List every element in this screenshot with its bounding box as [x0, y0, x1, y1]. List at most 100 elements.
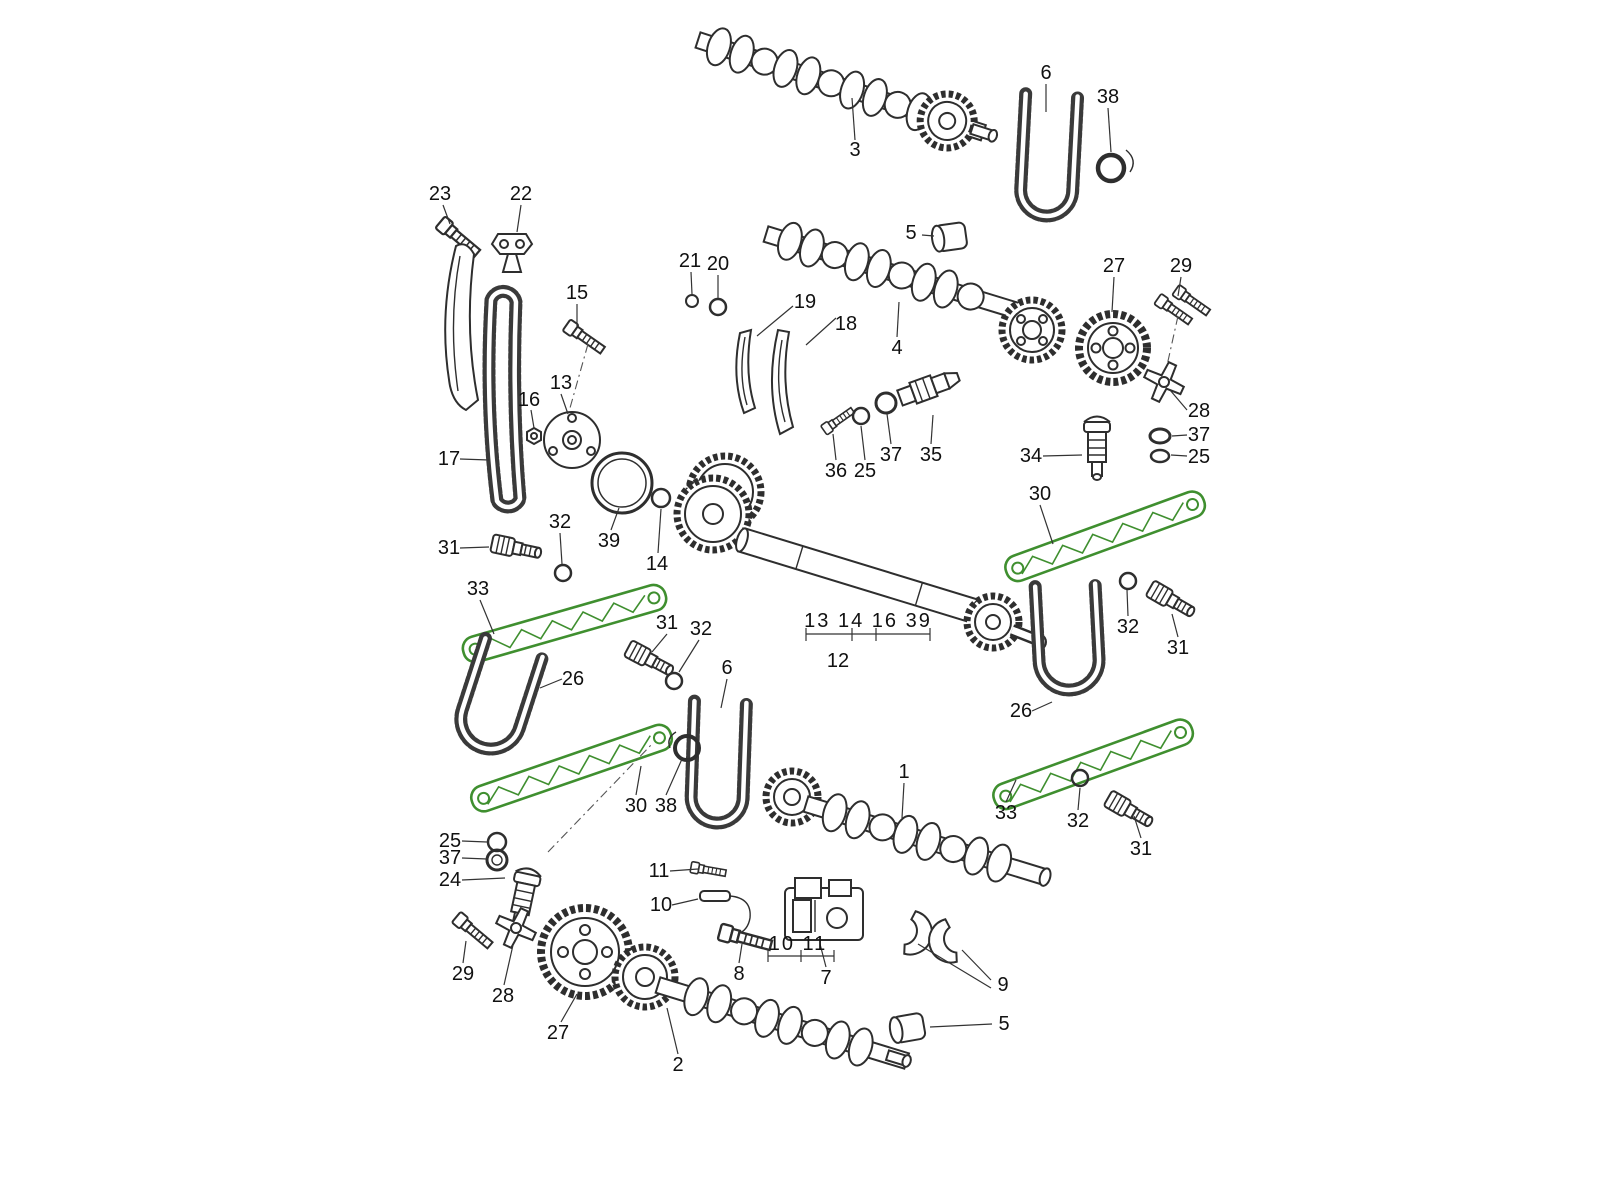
part-label-37-46: 37 [438, 847, 462, 869]
timing-chain-6-center [690, 701, 746, 824]
part-label-38-41: 38 [654, 795, 678, 817]
guide-shoe-18 [770, 328, 795, 436]
assembly-axis-29 [1165, 315, 1179, 371]
part-label-3-0: 3 [849, 139, 861, 161]
part-label-33-42: 33 [994, 802, 1018, 824]
guide-rail-33-right [988, 714, 1198, 814]
ring-14 [650, 487, 672, 509]
part-label-31-26: 31 [437, 537, 461, 559]
adjuster-35 [895, 365, 964, 410]
part-label-6-36: 6 [721, 657, 733, 679]
camshaft-2-sprocket [611, 943, 679, 1011]
part-label-29-48: 29 [451, 963, 475, 985]
part-label-6-1: 6 [1040, 62, 1052, 84]
ring-37-mid [874, 391, 898, 415]
part-label-28-22: 28 [1187, 400, 1211, 422]
flange-13 [543, 411, 601, 469]
part-label-25-45: 25 [438, 830, 462, 852]
part-label-8-55: 8 [733, 963, 745, 985]
camshaft-2 [654, 976, 912, 1070]
camshaft-3 [694, 27, 999, 152]
washer-37-left [485, 848, 509, 872]
ring-25-mid [851, 406, 871, 426]
ring-37-right [1148, 427, 1172, 445]
timing-chain-6-top [1019, 94, 1077, 218]
part-label-2-51: 2 [672, 1054, 684, 1076]
part-label-7-57: 7 [820, 967, 832, 989]
ring-25-left [486, 831, 508, 853]
ring-21 [685, 294, 699, 308]
part-label-4-16: 4 [891, 337, 903, 359]
part-label-19-8: 19 [793, 291, 817, 313]
ring-38-top [1095, 149, 1134, 184]
part-label-5-59: 5 [998, 1013, 1010, 1035]
tensioner-bolt-31-upper-left [489, 533, 544, 564]
part-label-22-4: 22 [509, 183, 533, 205]
actuator-7 [784, 877, 864, 941]
part-label-23-3: 23 [428, 183, 452, 205]
camshaft-1 [802, 793, 1052, 887]
ring-32-upper-left [553, 563, 573, 583]
part-label-33-30: 33 [466, 578, 490, 600]
bolt-29-left [450, 910, 496, 952]
tensioner-bolt-31-mid [622, 639, 678, 681]
ring-38-center [668, 731, 701, 762]
part-label-32-27: 32 [548, 511, 572, 533]
part-label-37-19: 37 [879, 444, 903, 466]
part-label-25-24: 25 [1187, 446, 1211, 468]
part-label-29-12: 29 [1169, 255, 1193, 277]
camshaft-4 [762, 221, 1028, 322]
part-label-10-11-56: 10 11 [768, 933, 828, 955]
ring-20 [708, 297, 728, 317]
part-label-11-53: 11 [648, 860, 670, 882]
bracket-28-right [1136, 354, 1192, 410]
part-label-1-52: 1 [898, 761, 910, 783]
plug-5-top [929, 220, 969, 254]
part-label-38-2: 38 [1096, 86, 1120, 108]
part-label-16-14: 16 [517, 389, 541, 411]
part-label-36-17: 36 [824, 460, 848, 482]
part-label-9-58: 9 [997, 974, 1009, 996]
part-label-24-47: 24 [438, 869, 462, 891]
nut-16 [526, 426, 542, 446]
part-label-13-14-16-39-31: 13 14 16 39 [804, 610, 932, 632]
bolt-11 [689, 860, 728, 880]
part-label-12-32: 12 [826, 650, 850, 672]
part-label-28-49: 28 [491, 985, 515, 1007]
guide-rail-22 [444, 243, 480, 412]
part-label-25-18: 25 [853, 460, 877, 482]
ring-32-right [1118, 571, 1138, 591]
part-label-34-21: 34 [1019, 445, 1043, 467]
ring-32-mid [664, 671, 684, 691]
part-label-31-33: 31 [655, 612, 679, 634]
timing-chain-17 [489, 291, 520, 507]
part-label-13-13: 13 [549, 372, 573, 394]
ring-32-bottom-right [1070, 768, 1090, 788]
tensioner-bolt-31-bottom-right [1102, 789, 1157, 832]
part-label-20-7: 20 [706, 253, 730, 275]
oil-pipe-10 [699, 890, 751, 935]
part-label-39-28: 39 [597, 530, 621, 552]
assembly-axis-24 [547, 743, 653, 853]
ring-25-right [1149, 448, 1171, 464]
camshaft-1-sprocket [762, 767, 822, 827]
bolt-15 [561, 318, 608, 357]
part-label-32-34: 32 [689, 618, 713, 640]
guide-shoe-19 [735, 328, 757, 415]
part-label-18-9: 18 [834, 313, 858, 335]
sprocket-27-right [1075, 310, 1151, 386]
plug-5-bottom [887, 1011, 928, 1045]
part-label-21-6: 21 [678, 250, 702, 272]
leader-lines [442, 84, 1188, 1055]
part-label-35-20: 35 [919, 444, 943, 466]
part-label-27-11: 27 [1102, 255, 1126, 277]
oring-39 [590, 451, 654, 515]
part-label-5-10: 5 [905, 222, 917, 244]
camshaft-4-sprocket-cluster [998, 296, 1066, 364]
part-label-31-38: 31 [1166, 637, 1190, 659]
tensioner-34 [1083, 415, 1111, 481]
part-label-37-23: 37 [1187, 424, 1211, 446]
assembly-axis-15 [569, 343, 589, 409]
